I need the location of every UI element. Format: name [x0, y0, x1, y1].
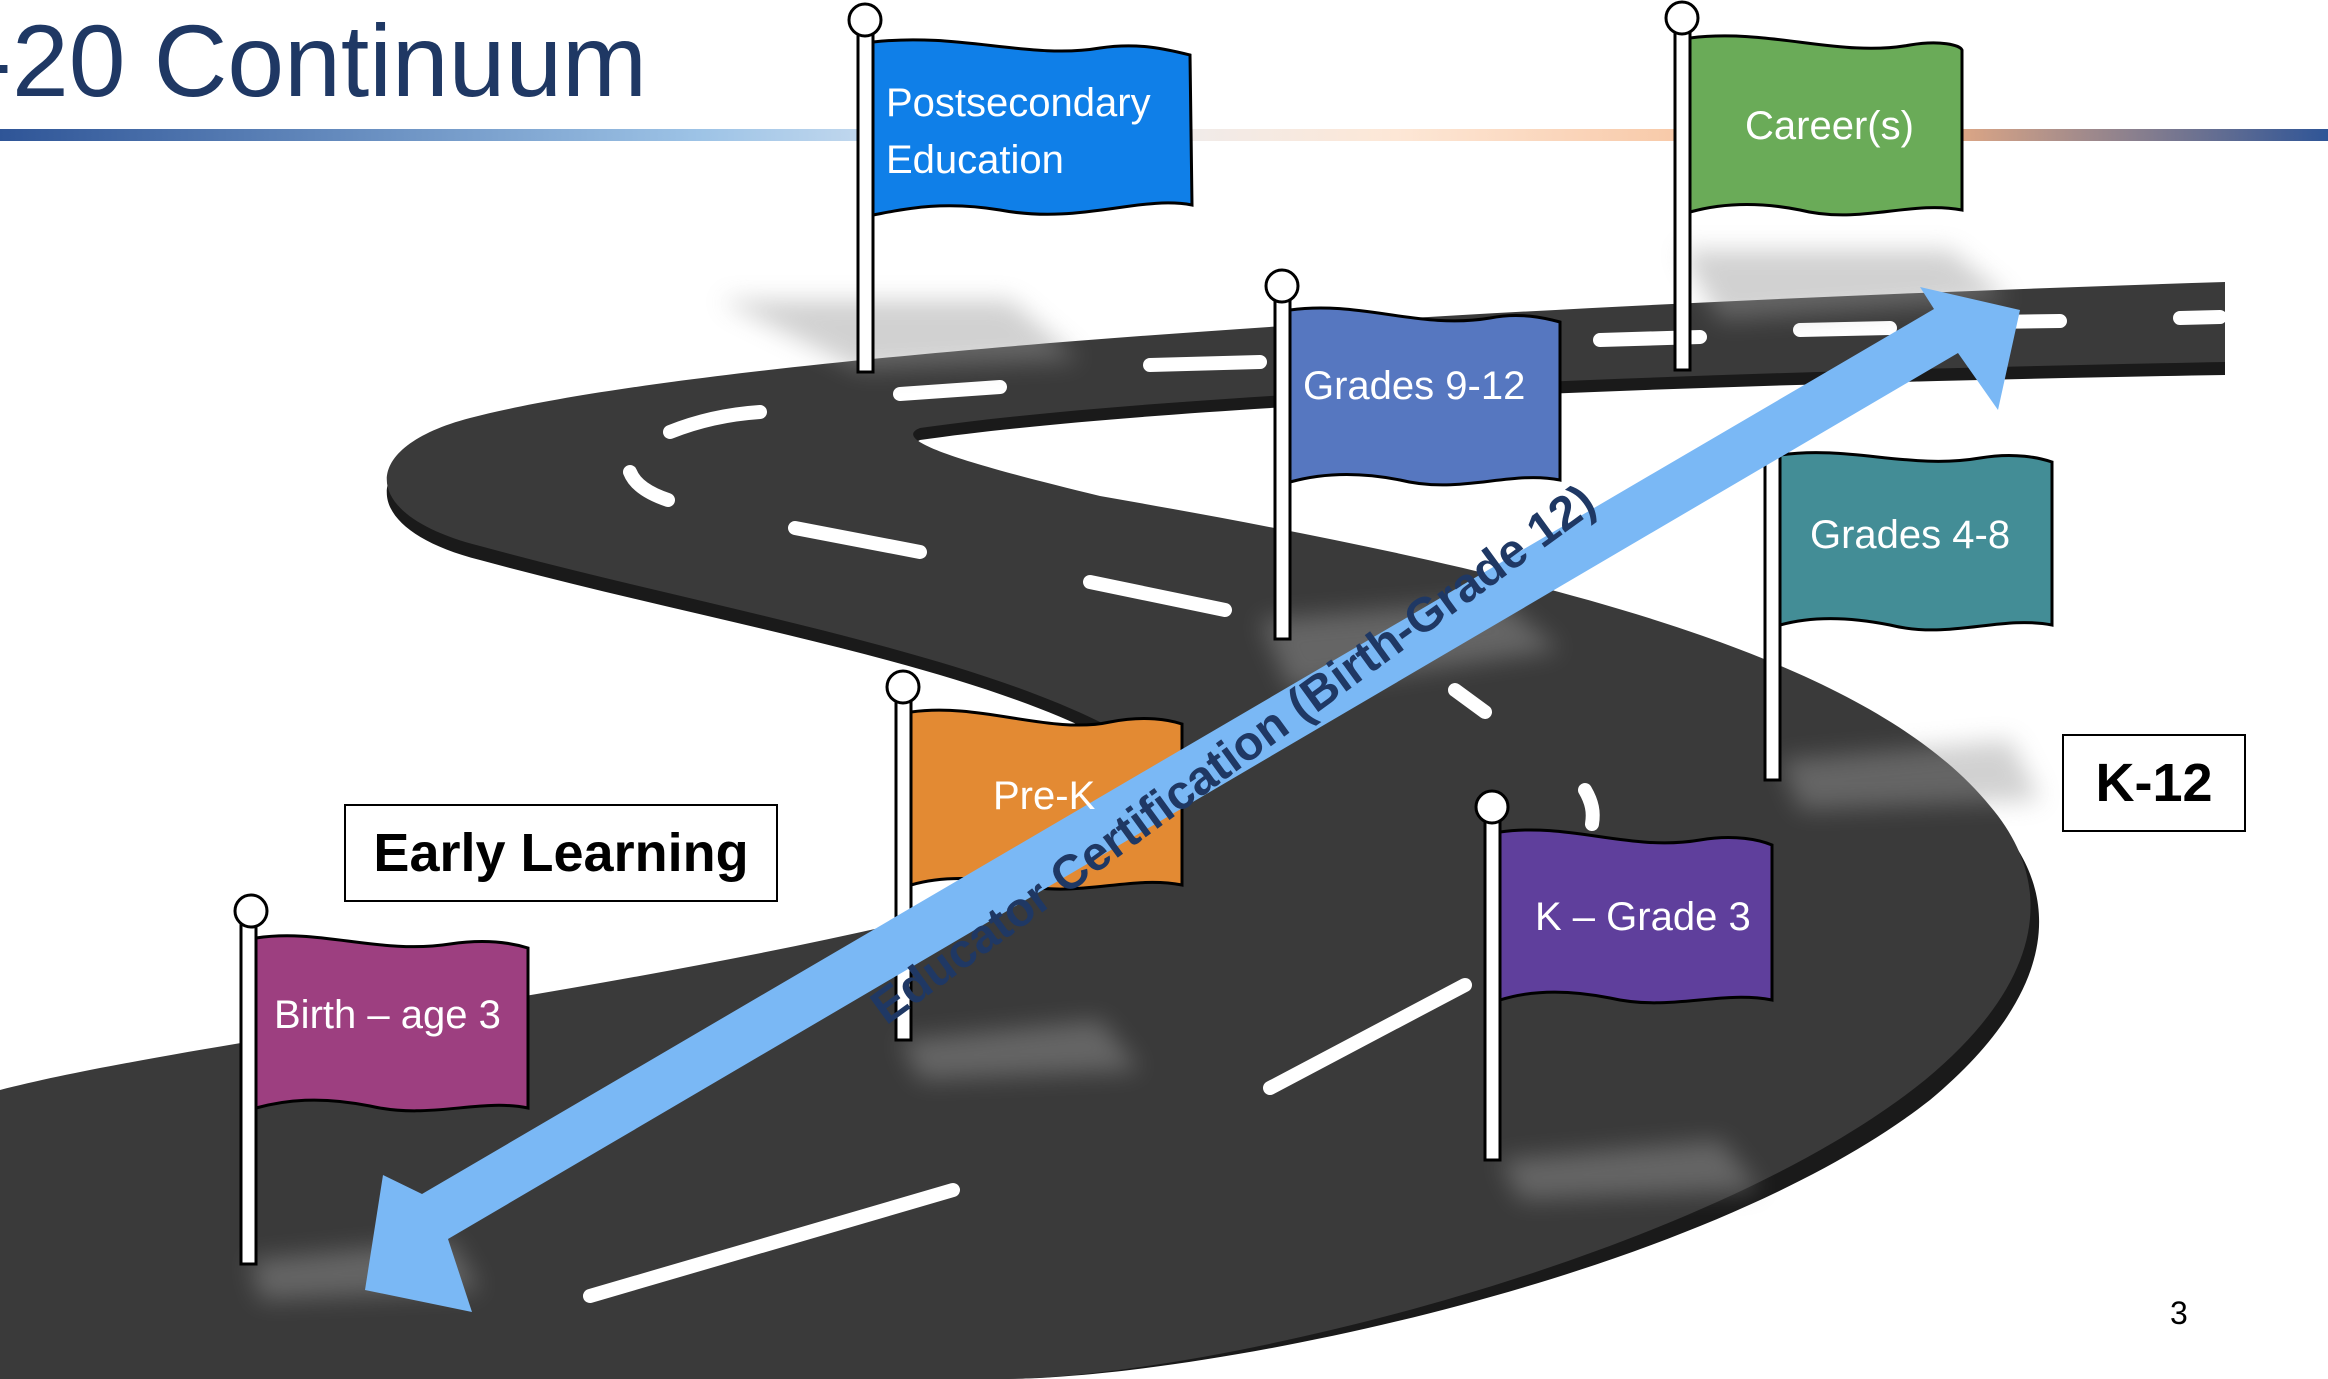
flagpole-knob	[885, 669, 921, 705]
flag-cloth	[1288, 306, 1562, 487]
flag-label-pre-k: Pre-K	[993, 774, 1096, 818]
flagpole	[1483, 815, 1502, 1162]
page-number: 3	[2170, 1295, 2188, 1331]
lane-markings	[583, 310, 2227, 1303]
flag-label-line: Postsecondary	[886, 81, 1151, 125]
flagpole	[856, 28, 875, 374]
flagpole-knob	[847, 2, 883, 38]
flagpole-knob	[1264, 268, 1300, 304]
slide-title: -20 Continuum	[0, 4, 648, 118]
flag-label-careers: Career(s)	[1745, 104, 1914, 148]
flagpole-knob	[233, 893, 269, 929]
flag-cloth	[871, 38, 1194, 217]
flag-k-grade-3	[1474, 789, 1774, 1162]
flagpole	[1673, 26, 1692, 372]
flag-label-k-grade-3: K – Grade 3	[1535, 895, 1751, 939]
flag-cloth	[1498, 828, 1774, 1005]
flag-birth-age-3	[233, 893, 530, 1266]
flag-grades-9-12	[1264, 268, 1562, 641]
flagpole	[1273, 294, 1292, 641]
flag-postsecondary	[847, 2, 1194, 374]
flagpole	[1763, 436, 1782, 782]
flag-label-line: Education	[886, 138, 1064, 182]
flagpole-knob	[1474, 789, 1510, 825]
road-surface	[0, 282, 2225, 1379]
k12-box: K-12	[2062, 734, 2246, 832]
educator-certification-arrow	[365, 287, 2020, 1312]
flag-label-birth-age-3: Birth – age 3	[274, 993, 501, 1037]
flag-careers	[1664, 0, 1964, 372]
flagpole	[239, 919, 258, 1266]
flag-cloth	[1778, 451, 2054, 632]
flag-label-grades-9-12: Grades 9-12	[1303, 364, 1526, 408]
flag-label-postsecondary: Postsecondary Education	[886, 75, 1151, 189]
flag-cloth	[1688, 34, 1964, 217]
early-learning-box: Early Learning	[344, 804, 778, 902]
flag-cloth	[254, 934, 530, 1113]
flagpole-knob	[1664, 0, 1700, 36]
flag-label-grades-4-8: Grades 4-8	[1810, 513, 2011, 557]
